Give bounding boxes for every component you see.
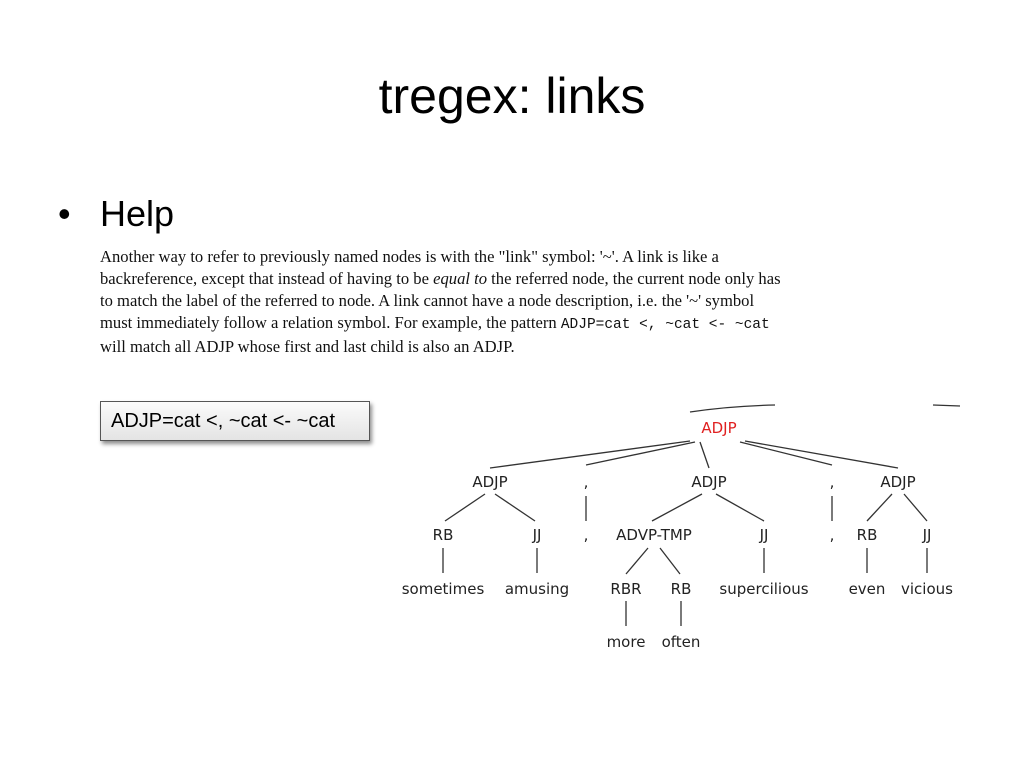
help-paragraph: Another way to refer to previously named… xyxy=(100,246,790,358)
tree-leaf-sometimes: sometimes xyxy=(402,580,485,598)
tree-node-rb: RB xyxy=(671,580,692,598)
tree-node-advp-tmp: ADVP-TMP xyxy=(616,526,692,544)
tree-edge xyxy=(625,547,649,575)
tree-leaf-even: even xyxy=(849,580,886,598)
parse-tree-diagram: ADJP ADJP , ADJP , ADJP RB JJ , ADVP-TMP… xyxy=(402,404,961,651)
help-text-emphasis: equal to xyxy=(433,269,488,288)
tree-edge xyxy=(489,440,691,469)
tree-node-rb: RB xyxy=(857,526,878,544)
tree-leaf-supercilious: supercilious xyxy=(719,580,808,598)
tree-parent-edge-left xyxy=(689,404,776,413)
tree-node-comma: , xyxy=(584,526,589,544)
tree-node-rb: RB xyxy=(433,526,454,544)
tree-edge xyxy=(715,493,765,522)
tree-edge xyxy=(444,493,486,522)
help-text-part-2: the referred node, the current node only… xyxy=(100,269,781,332)
tree-node-jj: JJ xyxy=(532,526,542,544)
tree-edge xyxy=(699,441,710,469)
tree-leaf-more: more xyxy=(607,633,646,651)
tree-leaf-often: often xyxy=(662,633,701,651)
tree-node-adjp-right: ADJP xyxy=(880,473,915,491)
bullet-dot: • xyxy=(58,193,71,234)
tree-edge xyxy=(651,493,703,522)
help-text-part-1: Another way to refer to previously named… xyxy=(100,247,719,288)
tree-node-rbr: RBR xyxy=(610,580,641,598)
tree-leaf-vicious: vicious xyxy=(901,580,953,598)
slide-title: tregex: links xyxy=(378,68,646,124)
tree-node-jj: JJ xyxy=(759,526,769,544)
bullet-help: • Help xyxy=(58,192,174,236)
help-text-part-3: will match all ADJP whose first and last… xyxy=(100,337,515,356)
tree-parent-edge-right xyxy=(932,404,961,407)
tree-node-root: ADJP xyxy=(701,419,736,437)
tree-node-comma: , xyxy=(584,473,589,491)
tree-node-adjp-middle: ADJP xyxy=(691,473,726,491)
tree-leaf-amusing: amusing xyxy=(505,580,569,598)
bullet-label: Help xyxy=(100,193,175,234)
pattern-box: ADJP=cat <, ~cat <- ~cat xyxy=(100,401,370,441)
tree-node-comma: , xyxy=(830,526,835,544)
tree-edge xyxy=(903,493,928,522)
tree-edge xyxy=(585,441,696,466)
tree-node-jj: JJ xyxy=(922,526,932,544)
tree-edge xyxy=(744,440,899,469)
tree-edge xyxy=(494,493,536,522)
tree-edge xyxy=(866,493,893,522)
tree-node-adjp-left: ADJP xyxy=(472,473,507,491)
tree-edge xyxy=(739,441,833,466)
tree-edge xyxy=(659,547,681,575)
help-code-pattern: ADJP=cat <, ~cat <- ~cat xyxy=(560,317,770,333)
tree-node-comma: , xyxy=(830,473,835,491)
